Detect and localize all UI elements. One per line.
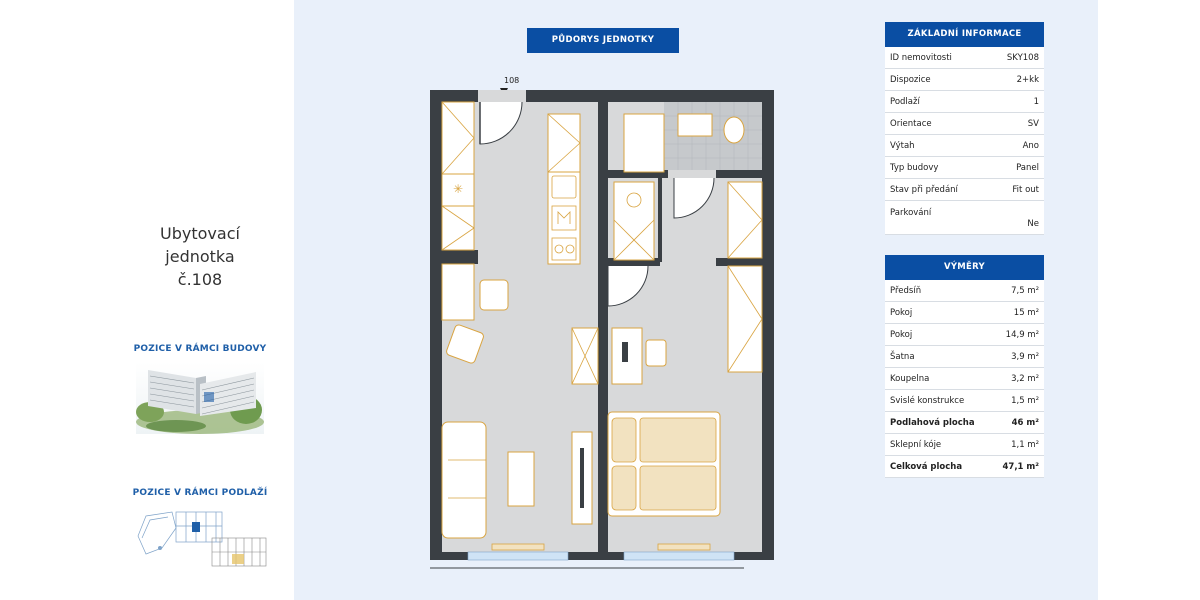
floor-plan: 108 ✳ [430, 76, 774, 569]
chair [479, 279, 509, 311]
unit-title-line2: jednotka [165, 247, 235, 266]
window [467, 551, 569, 561]
light-icon: ✳ [453, 182, 463, 196]
shower [623, 113, 665, 173]
window [623, 551, 735, 561]
floor-plan-header: PŮDORYS JEDNOTKY [527, 28, 679, 53]
desk-chair [645, 339, 667, 367]
floor-position-label: POZICE V RÁMCI PODLAŽÍ [132, 488, 268, 498]
pillow [611, 465, 637, 511]
sofa [441, 421, 487, 539]
microwave-icon [551, 205, 577, 231]
wardrobe [441, 101, 475, 175]
toilet [723, 116, 745, 144]
kitchen-cabinet [547, 113, 581, 173]
wardrobe [441, 173, 475, 207]
blanket [639, 465, 717, 511]
wardrobe [727, 265, 763, 373]
entrance-door[interactable] [479, 101, 523, 145]
wall [608, 170, 668, 178]
building-position-label: POZICE V RÁMCI BUDOVY [133, 344, 267, 354]
shoe-cabinet [441, 263, 475, 321]
radiator [491, 543, 545, 551]
basic-info-title: ZÁKLADNÍ INFORMACE [885, 22, 1044, 47]
wardrobe [727, 181, 763, 259]
right-margin [1098, 0, 1200, 600]
radiator [657, 543, 711, 551]
areas-title: VÝMĚRY [885, 255, 1044, 280]
cooktop-icon [551, 237, 577, 261]
left-panel: Ubytovací jednotka č.108 POZICE V RÁMCI … [0, 0, 294, 600]
sink-icon [551, 175, 577, 199]
unit-title: Ubytovací jednotka č.108 [100, 222, 300, 291]
laptop-icon [622, 342, 628, 362]
coffee-table [507, 451, 535, 507]
armchair [446, 324, 484, 364]
floor-position-image[interactable] [132, 508, 268, 570]
wall [442, 250, 478, 264]
blanket [639, 417, 717, 463]
bathroom-door[interactable] [673, 177, 715, 219]
unit-title-line1: Ubytovací [160, 224, 240, 243]
building-position-image[interactable] [136, 362, 264, 434]
washing-machine [613, 181, 655, 261]
door-number-label: 108 [504, 76, 519, 85]
pillow [611, 417, 637, 463]
bathroom-sink [677, 113, 713, 137]
unit-title-line3: č.108 [177, 270, 223, 289]
wall [598, 102, 608, 262]
wall [716, 170, 762, 178]
wardrobe [441, 205, 475, 251]
bedroom-door[interactable] [607, 265, 649, 307]
wall [598, 308, 608, 558]
